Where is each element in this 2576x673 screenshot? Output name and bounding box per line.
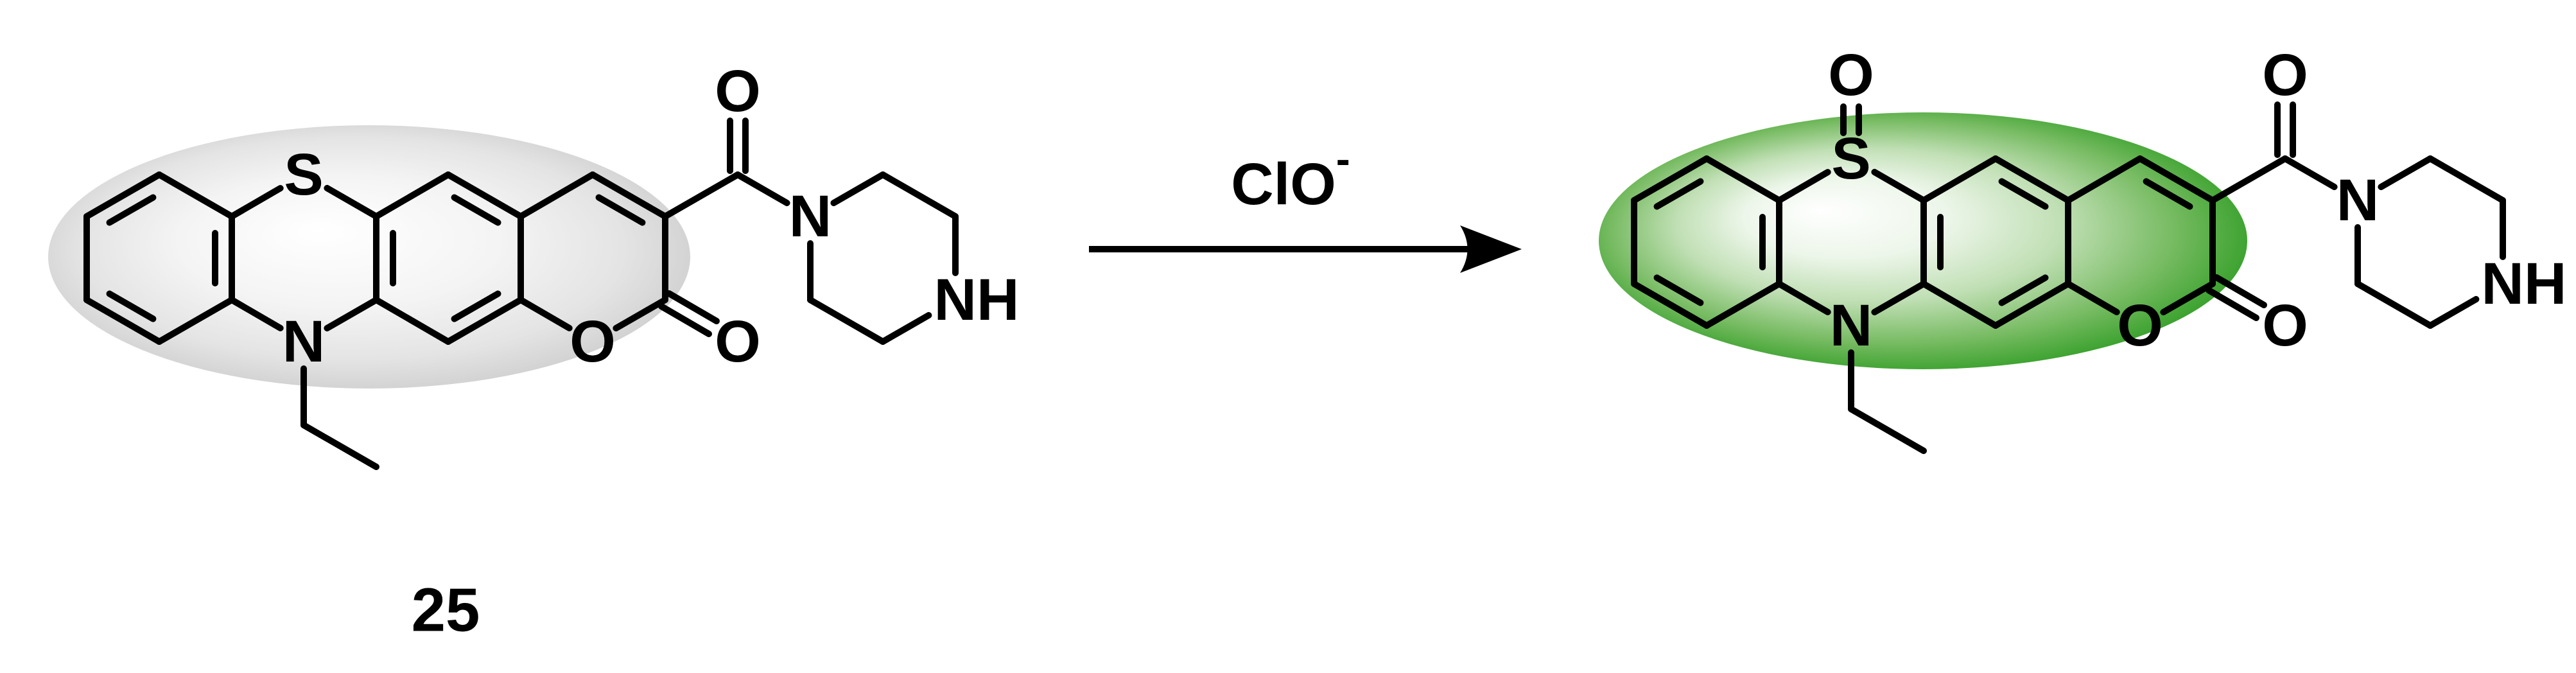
bond <box>2143 178 2193 210</box>
bond <box>229 185 284 220</box>
reactant-amide-oxygen-label: O <box>715 58 761 124</box>
bond <box>2065 281 2120 315</box>
bond <box>1992 155 2071 204</box>
product-lactone-oxygen-label: O <box>2262 293 2308 358</box>
reactant-ring-oxygen-label: O <box>570 309 616 374</box>
bond <box>2209 155 2288 204</box>
bond <box>662 171 741 220</box>
bond <box>445 171 524 220</box>
bond <box>229 297 284 331</box>
bond <box>1871 168 1927 204</box>
bond <box>830 171 886 207</box>
reactant-highlight-ellipse <box>48 125 690 389</box>
bond <box>324 297 379 332</box>
bond <box>300 422 379 470</box>
bond <box>880 171 959 220</box>
bond <box>1998 274 2049 306</box>
bond <box>658 303 712 337</box>
bond <box>83 171 162 220</box>
product-piperazine-n-label: N <box>2337 168 2379 233</box>
bond <box>518 297 573 331</box>
bond <box>1776 281 1831 315</box>
bond <box>2160 281 2216 316</box>
bond <box>2213 274 2267 308</box>
product-sulfoxide-oxygen-label: O <box>1828 42 1874 108</box>
bond <box>83 297 162 345</box>
reaction-arrow: ClO- <box>1089 135 1522 273</box>
bond <box>880 311 932 345</box>
reactant-lactone-oxygen-label: O <box>715 309 761 374</box>
bond <box>2378 155 2433 191</box>
product-amide-oxygen-label: O <box>2262 42 2308 108</box>
product-piperazine-nh-label: NH <box>2482 251 2567 317</box>
reactant-piperazine-n-label: N <box>789 184 831 249</box>
product-nitrogen-label: N <box>1830 293 1872 358</box>
bond <box>106 290 157 322</box>
bond <box>373 171 451 220</box>
bond <box>2427 155 2506 204</box>
bond <box>518 171 596 220</box>
bond <box>324 184 379 220</box>
bond <box>451 194 501 226</box>
reactant-bonds <box>83 118 959 470</box>
bond <box>595 194 646 226</box>
bond <box>2354 281 2433 329</box>
bond <box>807 297 886 345</box>
bond <box>2206 287 2259 321</box>
bond <box>1920 155 1999 204</box>
bond <box>1992 281 2071 329</box>
bond <box>2065 155 2143 204</box>
bond <box>1653 178 1704 210</box>
reactant-molecule: S N O O O N NH <box>83 58 1020 470</box>
reactant-nitrogen-label: N <box>283 309 325 374</box>
bond <box>445 297 524 345</box>
bond <box>1848 406 1927 454</box>
bond <box>1631 281 1710 329</box>
bond <box>106 194 157 226</box>
bond <box>589 171 668 220</box>
bond <box>1871 281 1927 316</box>
reactant-piperazine-nh-label: NH <box>934 267 1020 333</box>
bond <box>156 171 235 220</box>
bond <box>1920 281 1999 329</box>
bond <box>613 297 668 332</box>
bond <box>451 290 501 322</box>
product-bonds <box>1631 101 2506 454</box>
arrow-head-icon <box>1460 225 1522 273</box>
bond <box>2282 155 2338 191</box>
bond <box>666 290 720 324</box>
reagent-label: ClO- <box>1231 135 1350 217</box>
reactant-sulfur-label: S <box>284 142 323 207</box>
product-sulfur-label: S <box>1831 126 1870 191</box>
bond <box>156 297 235 345</box>
bond <box>1998 178 2049 210</box>
bond <box>2137 155 2216 204</box>
bond <box>1776 169 1831 204</box>
bond <box>2427 295 2480 329</box>
bond <box>1653 274 1704 306</box>
bond <box>1631 155 1710 204</box>
bond <box>735 171 790 207</box>
product-molecule: O S N O O O N NH <box>1631 42 2567 454</box>
bond <box>1703 281 1782 329</box>
product-ring-oxygen-label: O <box>2117 293 2163 358</box>
bond <box>1703 155 1782 204</box>
bond <box>373 297 451 345</box>
reactant-id-label: 25 <box>412 576 480 645</box>
